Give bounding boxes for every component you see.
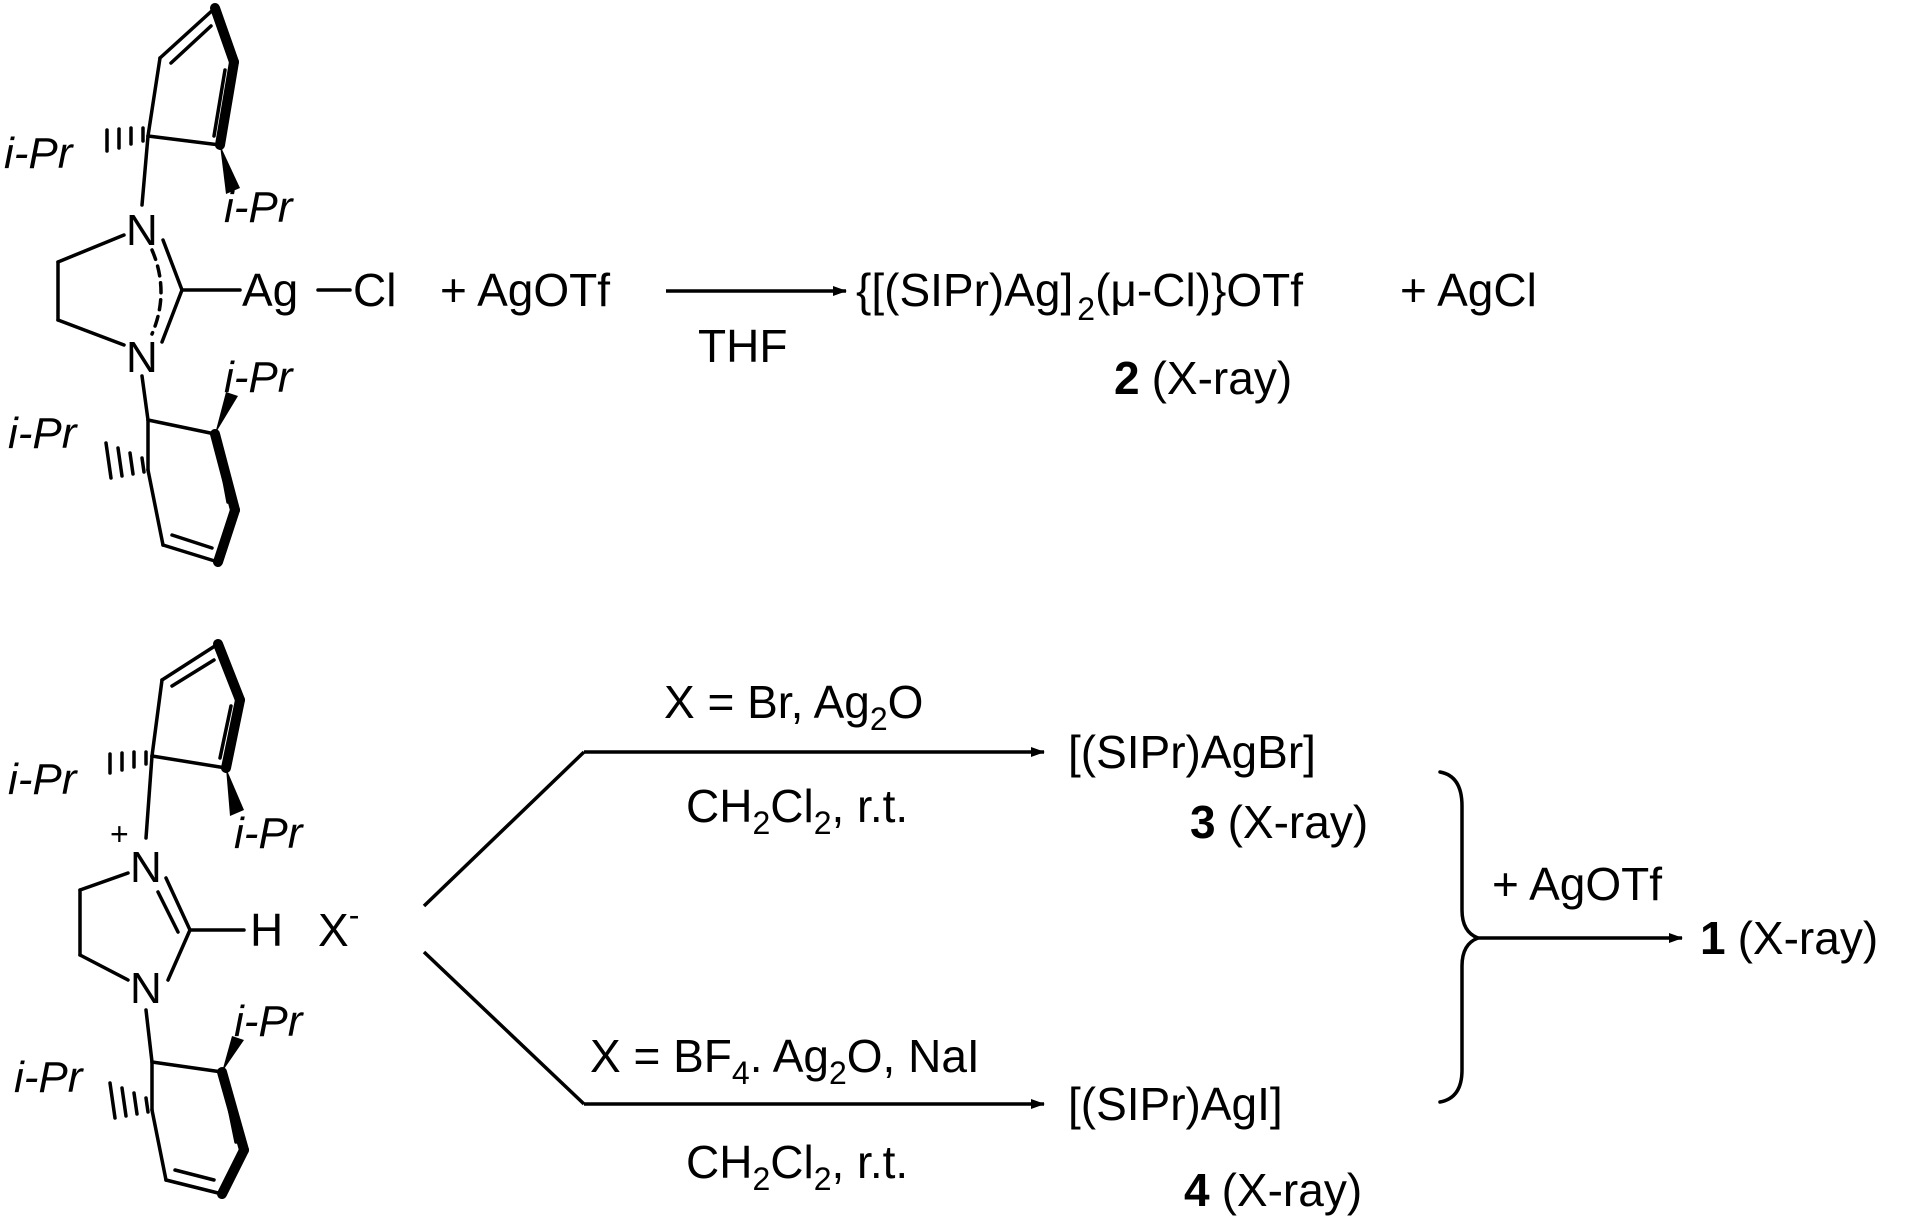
molecule-sipr-agcl: i-Pr i-Pr N Ag Cl N <box>4 3 396 567</box>
branch-line-lower <box>422 950 586 1106</box>
nitrogen-label-lower: N <box>126 333 158 382</box>
upper-aryl-ring <box>146 3 239 150</box>
branch-line-upper <box>422 750 586 908</box>
reaction-1: + AgOTf THF {[(SIPr)Ag]2(μ-Cl)}OTf + AgC… <box>440 264 1537 404</box>
solid-wedge-lower <box>215 392 238 434</box>
reagent-upper: X = Br, Ag2O <box>664 676 923 737</box>
reaction-2: X = Br, Ag2O CH2Cl2, r.t. [(SIPr)AgBr] 3… <box>422 676 1878 1216</box>
plus-charge: + <box>110 816 129 852</box>
ipr-label-b-upper-right: i-Pr <box>234 809 305 858</box>
curly-brace <box>1438 770 1480 1104</box>
ipr-label-b-lower-right: i-Pr <box>234 997 305 1046</box>
ipr-label-b-upper-left: i-Pr <box>8 755 79 804</box>
lower-aryl-ring-b <box>150 1060 249 1199</box>
reagent-final: + AgOTf <box>1492 858 1662 910</box>
nitrogen-label-upper: N <box>126 206 158 255</box>
byproduct-agcl: + AgCl <box>1400 264 1537 316</box>
solvent-lower: CH2Cl2, r.t. <box>686 1136 908 1197</box>
hashed-wedge <box>105 126 145 153</box>
hydrogen-label: H <box>250 904 283 956</box>
hashed-wedge-b-lower <box>108 1081 150 1120</box>
solid-wedge-b <box>226 768 244 816</box>
reagent-agotf-1: + AgOTf <box>440 264 610 316</box>
reagent-lower: X = BF4. Ag2O, NaI <box>590 1030 980 1091</box>
solvent-upper: CH2Cl2, r.t. <box>686 780 908 841</box>
imidazolinium-ring <box>78 871 192 982</box>
nitrogen-label-b-lower: N <box>130 964 162 1013</box>
upper-aryl-ring-b <box>150 639 245 773</box>
solid-wedge <box>220 145 240 194</box>
ipr-label-upper-left: i-Pr <box>4 129 75 178</box>
silver-label: Ag <box>242 264 298 316</box>
condition-thf: THF <box>698 320 787 372</box>
product-2-label: 2(X-ray) <box>1114 352 1292 404</box>
ipr-label-b-lower-left: i-Pr <box>14 1053 85 1102</box>
imidazolidine-ring <box>56 233 184 347</box>
ipr-label-lower-right: i-Pr <box>224 353 295 402</box>
product-1-label: 1(X-ray) <box>1700 912 1878 964</box>
product-4-label: 4(X-ray) <box>1184 1164 1362 1216</box>
product-4-formula: [(SIPr)AgI] <box>1068 1078 1283 1130</box>
nitrogen-label-b-upper: N <box>130 843 162 892</box>
molecule-sipr-hx: i-Pr i-Pr + N H X- N i-Pr <box>8 639 359 1199</box>
product-3-label: 3(X-ray) <box>1190 796 1368 848</box>
hashed-wedge-b <box>108 750 148 775</box>
lower-aryl-ring <box>146 418 240 567</box>
ipr-label-lower-left: i-Pr <box>8 409 79 458</box>
anion-label: X- <box>318 897 359 956</box>
product-2-formula: {[(SIPr)Ag]2(μ-Cl)}OTf <box>856 264 1303 327</box>
solid-wedge-b-lower <box>222 1036 244 1072</box>
ipr-label-upper-right: i-Pr <box>224 183 295 232</box>
chlorine-label: Cl <box>353 264 396 316</box>
product-3-formula: [(SIPr)AgBr] <box>1068 726 1316 778</box>
hashed-wedge-lower <box>104 441 146 480</box>
